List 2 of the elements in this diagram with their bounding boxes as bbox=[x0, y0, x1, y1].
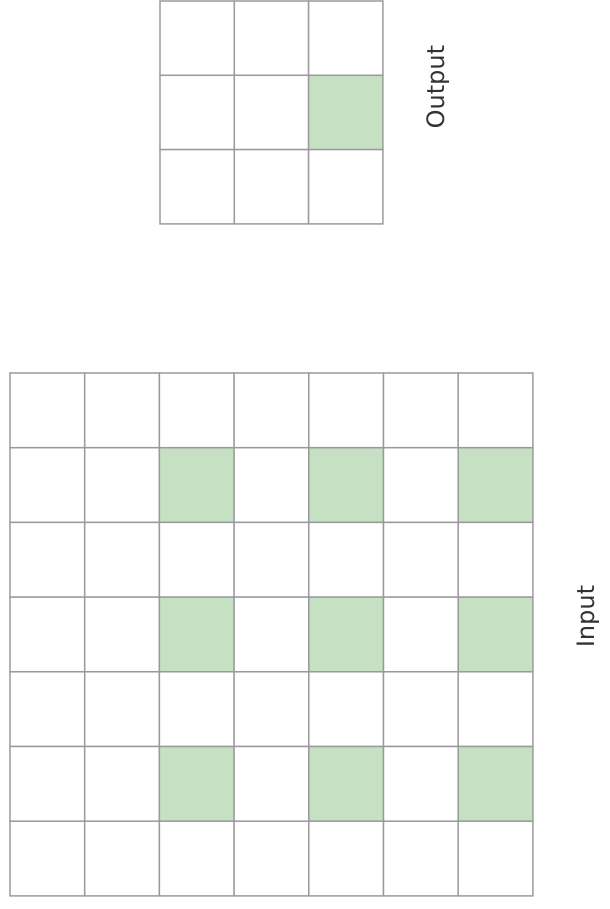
grid-caption: Input bbox=[572, 585, 600, 648]
grid-caption: Output bbox=[422, 45, 450, 128]
